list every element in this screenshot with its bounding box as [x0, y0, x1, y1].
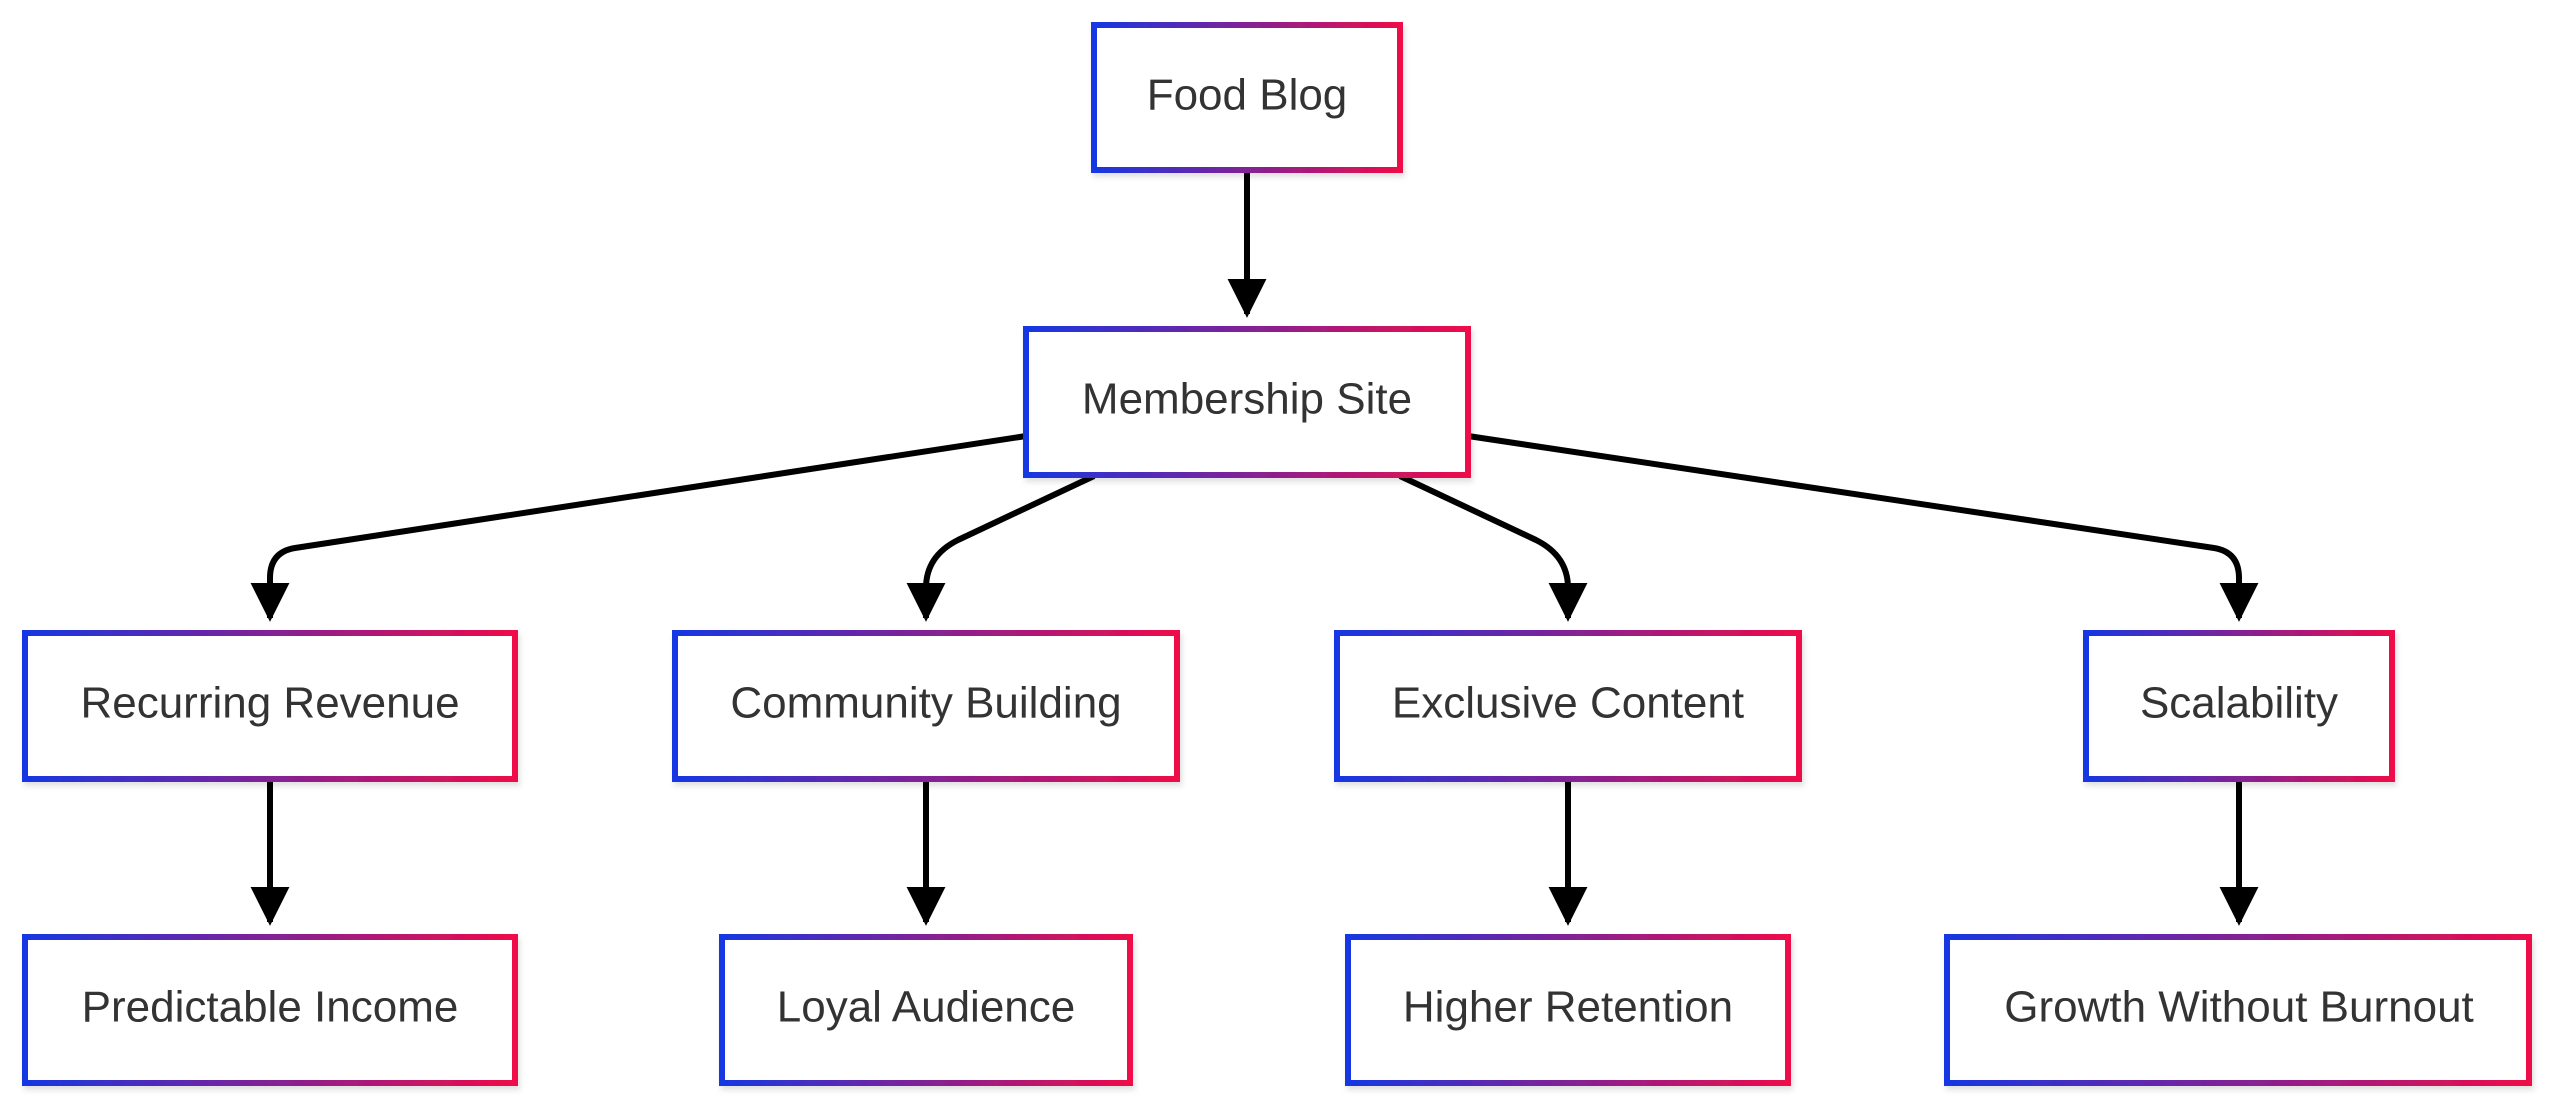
node-label: Food Blog [1147, 71, 1348, 120]
node-label: Scalability [2140, 679, 2338, 728]
edges [250, 171, 2259, 926]
node-label: Exclusive Content [1392, 679, 1744, 728]
node-label: Recurring Revenue [80, 679, 459, 728]
node-membership-site[interactable]: Membership Site [1023, 326, 1471, 478]
node-label: Growth Without Burnout [2004, 983, 2474, 1032]
node-predictable-income[interactable]: Predictable Income [22, 934, 518, 1086]
edge-membership-site-to-recurring-revenue [250, 433, 1027, 622]
node-label: Higher Retention [1403, 983, 1733, 1032]
edge-membership-site-to-community-building [906, 473, 1096, 622]
node-food-blog[interactable]: Food Blog [1091, 22, 1403, 173]
node-community-building[interactable]: Community Building [672, 630, 1180, 782]
node-scalability[interactable]: Scalability [2083, 630, 2395, 782]
node-exclusive-content[interactable]: Exclusive Content [1334, 630, 1802, 782]
nodes: Food Blog Membership Site Recurring Reve… [22, 22, 2532, 1086]
node-growth-without-burnout[interactable]: Growth Without Burnout [1944, 934, 2532, 1086]
node-label: Community Building [730, 679, 1121, 728]
node-higher-retention[interactable]: Higher Retention [1345, 934, 1791, 1086]
node-label: Loyal Audience [777, 983, 1075, 1032]
edge-membership-site-to-scalability [1467, 433, 2259, 622]
node-recurring-revenue[interactable]: Recurring Revenue [22, 630, 518, 782]
node-label: Membership Site [1082, 375, 1412, 424]
node-label: Predictable Income [82, 983, 459, 1032]
edge-membership-site-to-exclusive-content [1398, 473, 1588, 622]
node-loyal-audience[interactable]: Loyal Audience [719, 934, 1133, 1086]
